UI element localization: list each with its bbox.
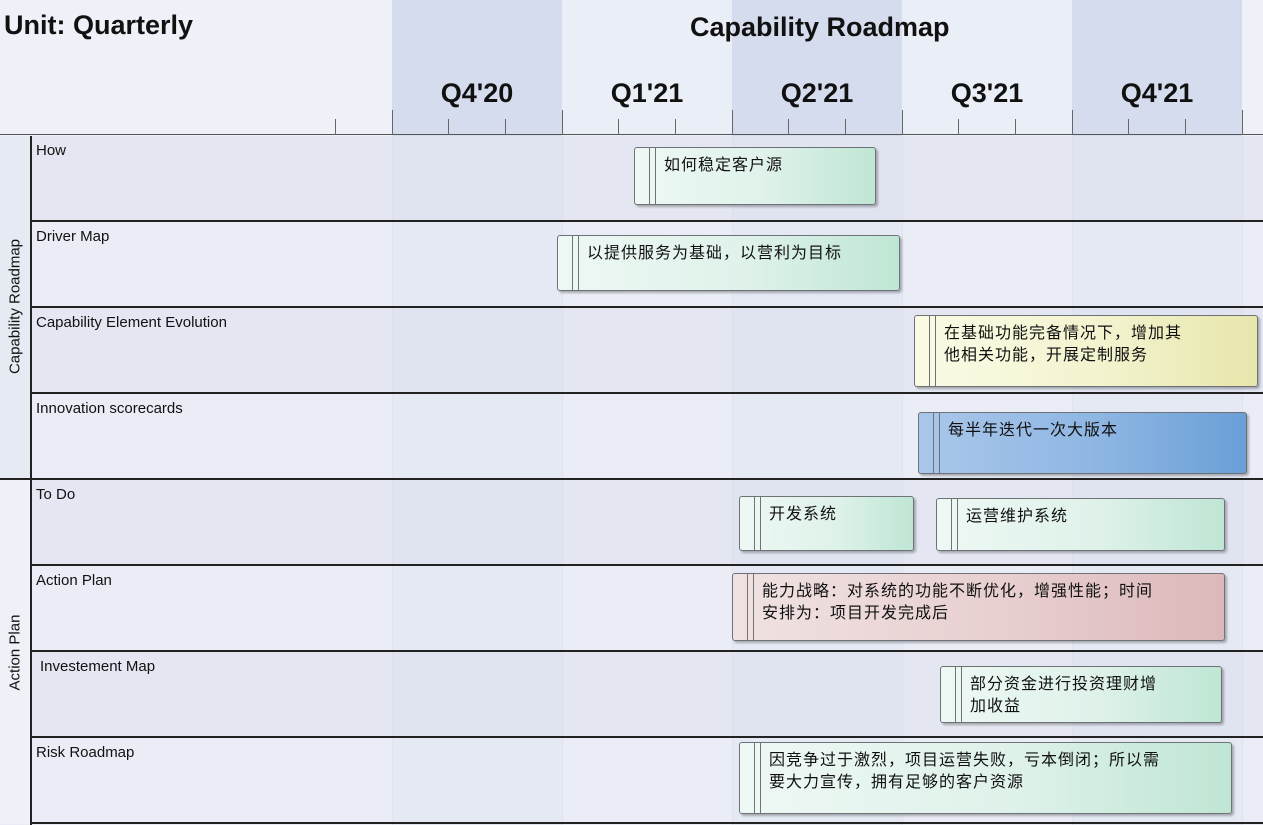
quarter-label-q3-21: Q3'21 <box>950 78 1024 108</box>
quarter-label-q1-21: Q1'21 <box>610 78 684 108</box>
lane-label-how: How <box>36 142 67 159</box>
axis-tick <box>845 119 846 135</box>
lane-label-innovation-scorecards: Innovation scorecards <box>36 400 183 417</box>
group-separator <box>0 478 31 480</box>
roadmap-item-text: 运营维护系统 <box>966 506 1069 525</box>
axis-tick <box>618 119 619 135</box>
roadmap-item-text: 部分资金进行投资理财增加收益 <box>970 674 1158 715</box>
roadmap-item-competition-risk[interactable]: 因竞争过于激烈，项目运营失败，亏本倒闭；所以需要大力宣传，拥有足够的客户资源 <box>739 742 1232 814</box>
axis-tick <box>958 119 959 135</box>
lane-label-to-do: To Do <box>36 486 76 503</box>
lane-label-driver-map: Driver Map <box>36 228 110 245</box>
axis-tick <box>562 110 563 135</box>
group-action-plan: Action Plan <box>0 480 31 824</box>
roadmap-item-text: 因竞争过于激烈，项目运营失败，亏本倒闭；所以需要大力宣传，拥有足够的客户资源 <box>769 750 1161 791</box>
axis-tick <box>1242 110 1243 135</box>
axis-tick <box>732 110 733 135</box>
roadmap-item-text: 每半年迭代一次大版本 <box>948 420 1119 439</box>
axis-tick <box>1015 119 1016 135</box>
quarter-label-q2-21: Q2'21 <box>780 78 854 108</box>
roadmap-item-text: 在基础功能完备情况下，增加其他相关功能，开展定制服务 <box>944 323 1183 364</box>
group-label-capability-roadmap: Capability Roadmap <box>6 238 24 375</box>
axis-tick <box>392 110 393 135</box>
group-divider <box>30 136 32 825</box>
lane-separator <box>31 220 1263 222</box>
lane-label-risk-roadmap: Risk Roadmap <box>36 744 135 761</box>
axis-tick <box>1072 110 1073 135</box>
axis-tick <box>1185 119 1186 135</box>
unit-label: Unit: Quarterly <box>4 10 194 40</box>
roadmap-item-half-year-release[interactable]: 每半年迭代一次大版本 <box>918 412 1247 474</box>
quarter-label-q4-21: Q4'21 <box>1120 78 1194 108</box>
lane-separator <box>31 736 1263 738</box>
quarter-label-q4-20: Q4'20 <box>440 78 514 108</box>
lane-separator <box>31 478 1263 480</box>
lane-separator <box>31 650 1263 652</box>
lane-separator <box>31 306 1263 308</box>
roadmap-item-operate-system[interactable]: 运营维护系统 <box>936 498 1225 551</box>
axis-tick <box>675 119 676 135</box>
chart-title: Capability Roadmap <box>690 12 950 42</box>
roadmap-item-text: 如何稳定客户源 <box>664 155 784 174</box>
lane-label-investement-map: Investement Map <box>40 658 156 675</box>
lane-label-action-plan: Action Plan <box>36 572 112 589</box>
lane-separator <box>31 564 1263 566</box>
group-label-action-plan: Action Plan <box>6 614 24 691</box>
axis-tick <box>1128 119 1129 135</box>
group-capability-roadmap: Capability Roadmap <box>0 136 31 478</box>
timeline-axis <box>0 134 1263 135</box>
axis-tick <box>788 119 789 135</box>
lane-label-capability-element-evolution: Capability Element Evolution <box>36 314 227 331</box>
roadmap-item-text: 开发系统 <box>769 504 838 523</box>
roadmap-item-service-basis[interactable]: 以提供服务为基础，以营利为目标 <box>557 235 900 291</box>
roadmap-item-text: 能力战略：对系统的功能不断优化，增强性能；时间安排为：项目开发完成后 <box>762 581 1154 622</box>
axis-tick <box>335 119 336 135</box>
lane-separator <box>31 392 1263 394</box>
roadmap-item-custom-services[interactable]: 在基础功能完备情况下，增加其他相关功能，开展定制服务 <box>914 315 1258 387</box>
roadmap-item-text: 以提供服务为基础，以营利为目标 <box>587 243 843 262</box>
roadmap-item-stable-customers[interactable]: 如何稳定客户源 <box>634 147 876 205</box>
roadmap-item-develop-system[interactable]: 开发系统 <box>739 496 914 551</box>
roadmap-item-capability-strategy[interactable]: 能力战略：对系统的功能不断优化，增强性能；时间安排为：项目开发完成后 <box>732 573 1225 641</box>
axis-tick <box>902 110 903 135</box>
axis-tick <box>448 119 449 135</box>
roadmap-item-investment[interactable]: 部分资金进行投资理财增加收益 <box>940 666 1222 723</box>
axis-tick <box>505 119 506 135</box>
lane-separator <box>31 822 1263 824</box>
